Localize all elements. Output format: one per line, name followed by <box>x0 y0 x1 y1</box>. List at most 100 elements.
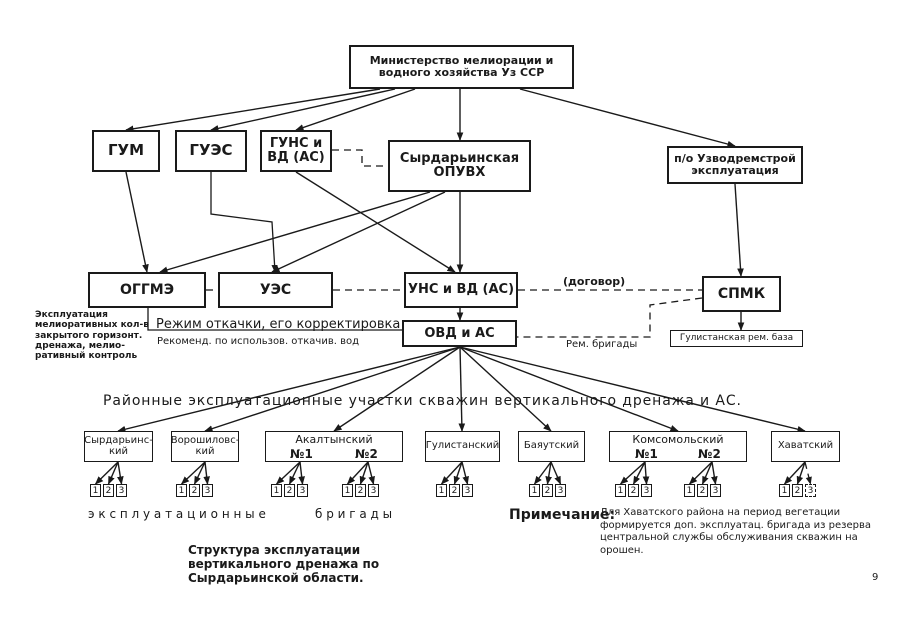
district-bayaut: Баяутский <box>518 431 585 462</box>
link-brigade-3-3 <box>298 461 305 485</box>
brigade-3: 3 <box>710 484 721 497</box>
link-ministry-uzvod <box>519 88 736 148</box>
brigades-akaltyn-1: 1 2 3 <box>271 484 308 497</box>
brigade-1: 1 <box>342 484 353 497</box>
brigade-1: 1 <box>271 484 282 497</box>
link-brigade-2-1 <box>180 461 206 485</box>
brigade-3: 3 <box>805 484 816 497</box>
link-brigade-7-1 <box>619 461 646 485</box>
district-voroshilov: Ворошиловс- кий <box>171 431 239 462</box>
brigade-2: 2 <box>449 484 460 497</box>
regime-label: Режим откачки, его корректировка <box>156 317 401 332</box>
district-khavat: Хаватский <box>771 431 840 462</box>
brigade-2: 2 <box>628 484 639 497</box>
brigade-1: 1 <box>436 484 447 497</box>
brigade-3: 3 <box>368 484 379 497</box>
brigade-2: 2 <box>792 484 803 497</box>
brigade-3: 3 <box>202 484 213 497</box>
link-ovd-district-1 <box>117 346 461 433</box>
brigades-label-right: б р и г а д ы <box>315 507 393 521</box>
link-brigade-9-2 <box>796 461 806 485</box>
link-brigade-2-2 <box>193 461 206 485</box>
link-brigade-1-1 <box>94 461 119 485</box>
brigade-1: 1 <box>615 484 626 497</box>
district-komsomol-sub-1: №1 <box>635 447 658 461</box>
district-akaltyn-label: Акалтынский <box>295 433 373 446</box>
brigade-2: 2 <box>284 484 295 497</box>
link-brigade-9-3 <box>804 461 812 485</box>
link-guez-uez <box>210 172 278 273</box>
district-akaltyn-sub-2: №2 <box>355 447 378 461</box>
link-brigade-7-3 <box>642 461 650 485</box>
link-regime <box>147 308 402 331</box>
brigade-2: 2 <box>189 484 200 497</box>
link-brigade-8-3 <box>710 461 718 485</box>
district-gulistan: Гулистанский <box>425 431 500 462</box>
link-brigade-4-1 <box>346 461 369 485</box>
brigade-1: 1 <box>684 484 695 497</box>
note-title: Примечание: <box>509 507 616 523</box>
brigades-gulistan: 1 2 3 <box>436 484 473 497</box>
link-brigade-5-1 <box>440 461 463 485</box>
link-ministry-guns <box>295 88 416 131</box>
contract-label: (договор) <box>563 275 626 288</box>
link-ovd-district-4 <box>458 346 466 432</box>
link-ovd-district-5 <box>459 346 552 432</box>
link-brigade-7-2 <box>632 461 646 485</box>
ministry-box: Министерство мелиорации и водного хозяйс… <box>349 45 574 89</box>
link-uzvod-spmk <box>734 183 744 277</box>
brigades-bayaut: 1 2 3 <box>529 484 566 497</box>
district-akaltyn-sub-1: №1 <box>290 447 313 461</box>
link-brigade-1-3 <box>116 461 124 485</box>
brigade-1: 1 <box>90 484 101 497</box>
district-komsomol-sub-2: №2 <box>698 447 721 461</box>
link-brigade-8-2 <box>701 461 713 485</box>
district-syrdarya: Сырдарьинс- кий <box>84 431 153 462</box>
link-opuvh-uez <box>271 191 446 273</box>
link-ovd-district-6 <box>459 346 679 432</box>
caption: Структура эксплуатации вертикального дре… <box>188 543 380 585</box>
link-brigade-4-2 <box>359 461 369 485</box>
brigades-syrdarya: 1 2 3 <box>90 484 127 497</box>
syrdarya-opuvh-box: Сырдарьинская ОПУВХ <box>388 140 531 192</box>
brigades-komsomol-1: 1 2 3 <box>615 484 652 497</box>
brigade-1: 1 <box>529 484 540 497</box>
link-brigade-1-2 <box>107 461 119 485</box>
brigades-akaltyn-2: 1 2 3 <box>342 484 379 497</box>
link-ovd-district-2 <box>204 346 461 432</box>
brigade-3: 3 <box>641 484 652 497</box>
rem-brigady-label: Рем. бригады <box>566 339 638 350</box>
brigade-2: 2 <box>542 484 553 497</box>
uns-box: УНС и ВД (АС) <box>404 272 518 308</box>
brigade-1: 1 <box>176 484 187 497</box>
uez-box: УЭС <box>218 272 333 308</box>
link-opuvh-oggme <box>159 191 431 274</box>
link-brigade-3-1 <box>275 461 301 485</box>
note-body: Для Хаватского района на период вегетаци… <box>600 507 871 556</box>
recommend-label: Рекоменд. по использов. откачив. вод <box>157 336 360 347</box>
guns-box: ГУНС и ВД (АС) <box>260 130 332 172</box>
brigades-voroshilov: 1 2 3 <box>176 484 213 497</box>
brigade-2: 2 <box>103 484 114 497</box>
districts-heading: Районные эксплуатационные участки скважи… <box>103 393 742 409</box>
page-number: 9 <box>872 572 879 583</box>
brigade-3: 3 <box>462 484 473 497</box>
oggme-box: ОГГМЭ <box>88 272 206 308</box>
link-ovd-district-3 <box>333 346 461 432</box>
brigades-khavat: 1 2 3 <box>779 484 816 497</box>
link-brigade-9-1 <box>783 461 806 485</box>
district-komsomol-label: Комсомольский <box>632 433 724 446</box>
brigade-2: 2 <box>697 484 708 497</box>
brigades-label-left: э к с п л у а т а ц и о н н ы е <box>88 507 266 521</box>
link-brigade-5-2 <box>453 461 463 485</box>
uzvodremstroy-box: п/о Узводремстрой эксплуатация <box>667 146 803 184</box>
district-komsomol: Комсомольский <box>609 431 747 462</box>
link-guns-uns <box>295 171 456 273</box>
link-ministry-gum <box>125 88 381 133</box>
link-brigade-8-1 <box>688 461 713 485</box>
link-guns-opuvh <box>332 149 388 167</box>
link-brigade-6-1 <box>533 461 552 485</box>
guez-box: ГУЭС <box>175 130 247 172</box>
link-brigade-6-2 <box>545 461 553 485</box>
